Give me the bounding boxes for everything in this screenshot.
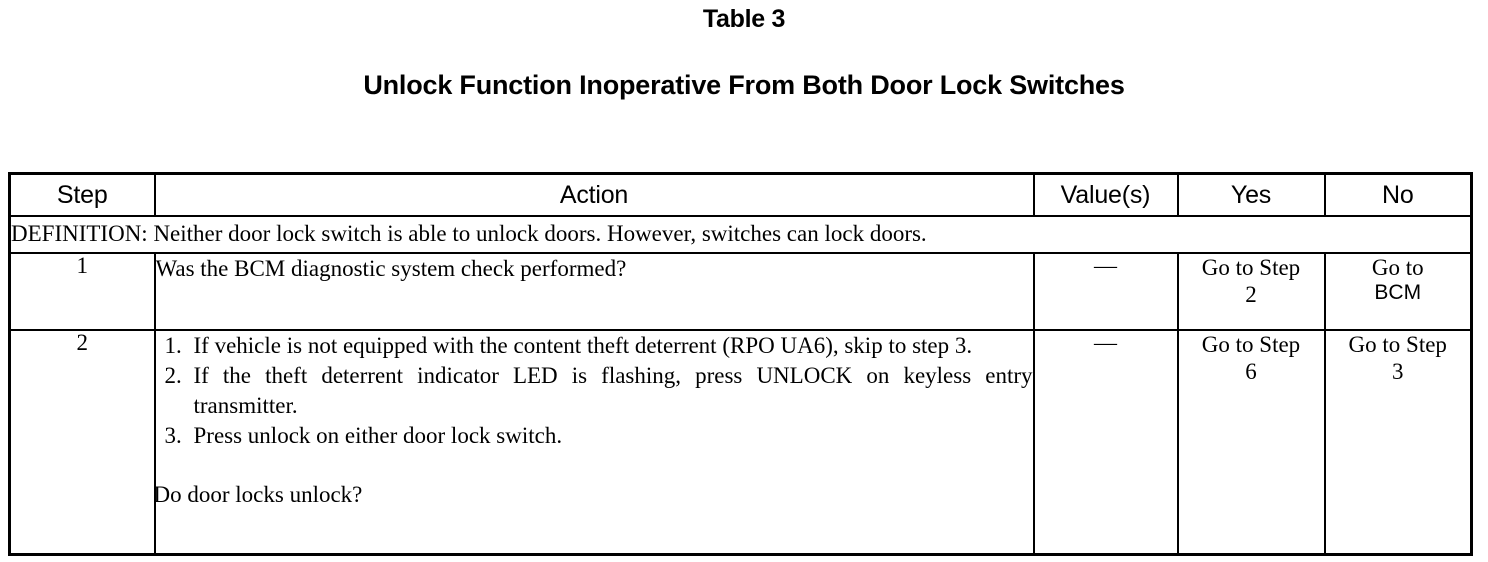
column-header-no: No (1323, 172, 1473, 217)
step-number: 1 (8, 252, 156, 331)
list-item: If the theft deterrent indicator LED is … (188, 361, 1033, 421)
yes-branch-line-1: Go to Step (1201, 255, 1301, 280)
column-header-step: Step (8, 172, 156, 217)
step-value: — (1032, 329, 1179, 556)
list-item: If vehicle is not equipped with the cont… (188, 331, 1033, 361)
action-question: Do door locks unlock? (153, 481, 363, 507)
no-branch-line-1: Go to Step (1348, 332, 1447, 357)
table-row: 2 If vehicle is not equipped with the co… (8, 329, 1473, 556)
column-header-value: Value(s) (1032, 172, 1179, 217)
column-header-action: Action (153, 172, 1035, 217)
no-branch-line-1: Go to (1371, 255, 1424, 280)
yes-branch-line-2: 6 (1245, 359, 1257, 385)
list-item: Press unlock on either door lock switch. (188, 421, 1033, 451)
step-value: — (1032, 252, 1179, 331)
step-yes-branch: Go to Step 6 (1176, 329, 1326, 556)
column-header-yes: Yes (1176, 172, 1326, 217)
action-step-list: If vehicle is not equipped with the cont… (188, 331, 1033, 451)
no-branch-line-2: 3 (1392, 359, 1404, 385)
page-title: Unlock Function Inoperative From Both Do… (363, 70, 1125, 100)
step-action: If vehicle is not equipped with the cont… (153, 329, 1035, 556)
step-no-branch: Go to BCM (1323, 252, 1473, 331)
yes-branch-line-1: Go to Step (1201, 332, 1301, 357)
step-number: 2 (8, 329, 156, 556)
no-branch-line-2: BCM (1374, 281, 1422, 305)
yes-branch-line-2: 2 (1245, 282, 1257, 308)
table-header-row: Step Action Value(s) Yes No (8, 172, 1473, 217)
step-yes-branch: Go to Step 2 (1176, 252, 1326, 331)
diagnostic-table: Step Action Value(s) Yes No DEFINITION: … (8, 172, 1473, 556)
definition-text: DEFINITION: Neither door lock switch is … (8, 215, 1473, 254)
definition-row: DEFINITION: Neither door lock switch is … (8, 215, 1473, 254)
title-block: Table 3 Unlock Function Inoperative From… (0, 0, 1488, 99)
table-row: 1 Was the BCM diagnostic system check pe… (8, 252, 1473, 331)
step-no-branch: Go to Step 3 (1323, 329, 1473, 556)
diagnostic-table-container: Step Action Value(s) Yes No DEFINITION: … (8, 172, 1473, 556)
table-label: Table 3 (702, 5, 786, 33)
step-action: Was the BCM diagnostic system check perf… (153, 252, 1035, 331)
